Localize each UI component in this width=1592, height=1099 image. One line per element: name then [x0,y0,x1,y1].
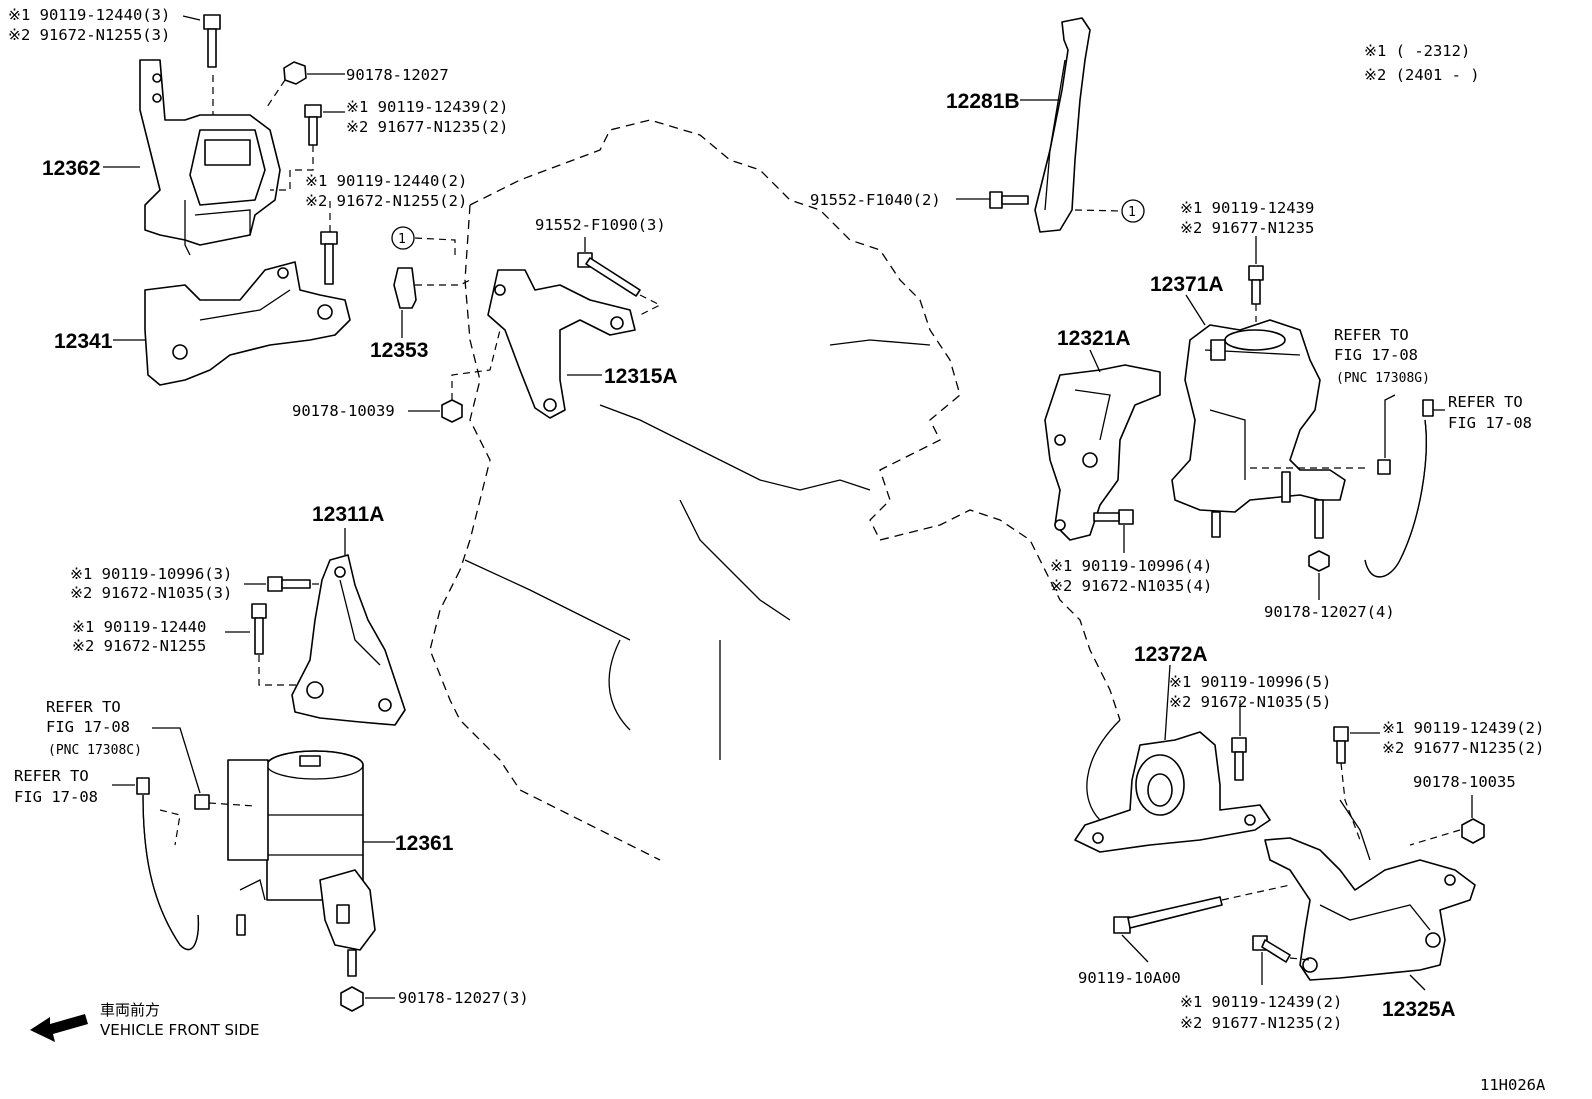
refer-label-2a: REFER TO [1448,393,1523,411]
label-m1: ※1 90119-12440 [72,618,206,636]
nut-icon [283,61,307,85]
label-l1: ※1 90119-10996(3) [70,565,232,583]
label-r: 90178-10035 [1413,773,1516,791]
direction-label-jp: 車両前方 [100,1001,160,1019]
label-a1: ※1 90119-12440(3) [8,6,170,24]
part-labels: ※1 90119-12440(3) ※2 91672-N1255(3) 9017… [8,6,1544,1032]
part-12353-stopper [393,267,417,309]
vehicle-front-arrow-icon [30,1014,88,1042]
svg-text:1: 1 [398,232,406,247]
refer-label-3c: (PNC 17308C) [48,743,142,758]
bolt-icon [1333,726,1349,764]
callout-circle-1-left: 1 [391,226,456,260]
nut-icon [1461,818,1485,844]
callout-circle-1-right: 1 [1121,199,1145,223]
stud-icon [1308,499,1330,572]
refer-label-3a: REFER TO [46,698,121,716]
label-i2: ※2 91677-N1235 [1180,219,1314,237]
label-l2: ※2 91672-N1035(3) [70,584,232,602]
refer-label-1b: FIG 17-08 [1334,346,1418,364]
part-number-12372A: 12372A [1134,643,1208,666]
long-bolt-icon [1113,896,1223,934]
leader-lines [103,15,1473,999]
label-t1: ※1 90119-12439(2) [1180,993,1342,1011]
legend-note-1: ※1 ( -2312) [1364,42,1470,60]
part-number-12281B: 12281B [946,90,1020,113]
part-number-12311A: 12311A [312,503,384,526]
part-12361-insulator [227,750,376,977]
bolt-icon [1252,935,1291,963]
part-number-12341: 12341 [54,330,113,353]
diagram-code: 11H026A [1480,1076,1546,1094]
bolt-icon [989,191,1029,209]
label-g: 90178-10039 [292,402,395,420]
part-number-12325A: 12325A [1382,998,1456,1021]
label-a2: ※2 91672-N1255(3) [8,26,170,44]
part-12321A-bracket [1044,364,1161,541]
label-j2: ※2 91672-N1035(4) [1050,577,1212,595]
footer: 車両前方 VEHICLE FRONT SIDE 11H026A [100,1001,1546,1094]
bolt-icon [320,231,338,285]
label-t2: ※2 91677-N1235(2) [1180,1014,1342,1032]
label-m2: ※2 91672-N1255 [72,637,206,655]
label-h: 91552-F1040(2) [810,191,941,209]
part-number-12321A: 12321A [1057,327,1131,350]
label-j1: ※1 90119-10996(4) [1050,557,1212,575]
label-d1: ※1 90119-12440(2) [305,172,467,190]
bolt-icon [203,14,221,68]
part-12281B-arm [1034,17,1091,233]
part-12362-mount-insulator [139,59,281,256]
svg-text:1: 1 [1128,205,1136,220]
bolt-icon [251,603,267,655]
part-12311A-bracket [291,554,406,726]
label-o2: ※2 91672-N1035(5) [1169,693,1331,711]
part-number-12315A: 12315A [604,365,678,388]
part-number-12362: 12362 [42,157,100,180]
bolt-icon [1231,737,1247,781]
label-n: 90178-12027(3) [398,989,529,1007]
refer-label-2b: FIG 17-08 [1448,414,1532,432]
nut-icon [441,399,463,423]
label-b: 90178-12027 [346,66,449,84]
bolt-icon [1093,509,1134,525]
part-12372A-mount [1074,731,1271,853]
label-f1: 91552-F1090(3) [535,216,666,234]
bolt-icon [1248,265,1264,305]
label-c2: ※2 91677-N1235(2) [346,118,508,136]
hose-icon [1364,399,1434,578]
bolt-icon [577,252,641,297]
bolt-icon [267,576,311,592]
part-12325A-bracket [1264,799,1476,981]
label-c1: ※1 90119-12439(2) [346,98,508,116]
hose-icon [136,777,210,951]
label-s: 90119-10A00 [1078,969,1181,987]
bolt-icon [304,104,322,146]
label-o1: ※1 90119-10996(5) [1169,673,1331,691]
part-12341-bracket [144,261,351,386]
part-12315A-bracket [487,269,636,419]
refer-label-1c: (PNC 17308G) [1336,371,1430,386]
refer-label-1a: REFER TO [1334,326,1409,344]
label-q2: ※2 91677-N1235(2) [1382,739,1544,757]
legend-note-2: ※2 (2401 - ) [1364,66,1480,84]
refer-label-4b: FIG 17-08 [14,788,98,806]
engine-outline [429,119,1121,861]
label-k: 90178-12027(4) [1264,603,1395,621]
refer-label-4a: REFER TO [14,767,89,785]
label-d2: ※2 91672-N1255(2) [305,192,467,210]
legend: ※1 ( -2312) ※2 (2401 - ) [1364,42,1480,84]
refer-label-3b: FIG 17-08 [46,718,130,736]
direction-label-en: VEHICLE FRONT SIDE [100,1021,260,1039]
label-i1: ※1 90119-12439 [1180,199,1314,217]
nut-icon [340,986,364,1012]
part-12371A-mount [1171,319,1346,538]
part-number-12353: 12353 [370,339,428,362]
label-q1: ※1 90119-12439(2) [1382,719,1544,737]
part-number-12361: 12361 [395,832,454,855]
part-number-12371A: 12371A [1150,273,1224,296]
